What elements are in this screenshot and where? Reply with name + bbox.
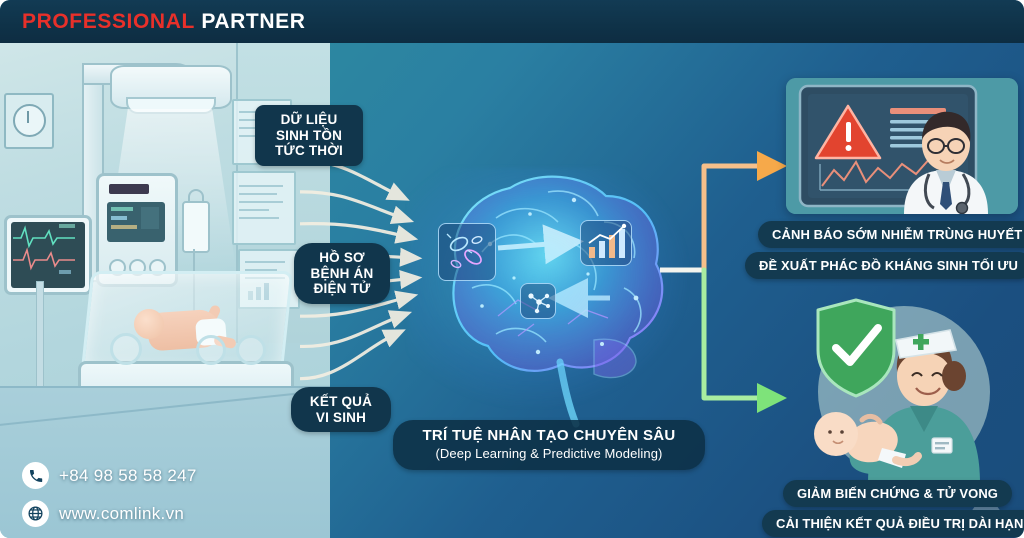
title-highlight: PROFESSIONAL (22, 10, 195, 33)
page-title: PROFESSIONAL PARTNER (22, 11, 305, 32)
ventilator-machine (96, 173, 178, 287)
molecule-icon-box (520, 283, 556, 319)
ventilator-screen (107, 202, 165, 242)
input-label-emr: HỒ SƠ BỆNH ÁN ĐIỆN TỬ (294, 243, 390, 304)
warmer-lamps (126, 97, 216, 114)
incubator-port-2 (196, 335, 226, 365)
ventilator-readout-icon (111, 207, 159, 229)
contact-website[interactable]: www.comlink.vn (22, 500, 184, 527)
brain-graphic (452, 175, 664, 428)
nurse-baby-scene (790, 292, 1018, 484)
ecg-waveform-icon (13, 224, 75, 274)
iv-hook (188, 189, 204, 205)
pill-line-3: ĐIỆN TỬ (313, 281, 371, 297)
pill-line-2: VI SINH (315, 409, 367, 425)
chart-icon (588, 223, 627, 258)
bacteria-icon (446, 233, 483, 269)
ventilator-display-strip (109, 184, 149, 194)
doctor-illustration (786, 78, 1018, 214)
wall-clock-icon (4, 93, 54, 149)
iv-bag (182, 201, 210, 253)
output-label-long-term-outcome: CẢI THIỆN KẾT QUẢ ĐIỀU TRỊ DÀI HẠN (762, 510, 1024, 538)
output-label-reduce-mortality: GIẢM BIẾN CHỨNG & TỬ VONG (783, 480, 1013, 508)
output-label-antibiotic-protocol: ĐỀ XUẤT PHÁC ĐỒ KHÁNG SINH TỐI ƯU (745, 252, 1024, 280)
bacteria-icon-box (438, 223, 496, 281)
monitor-pole (36, 281, 44, 395)
baby-head (134, 309, 164, 339)
ai-core-subtitle: (Deep Learning & Predictive Modeling) (435, 446, 663, 462)
title-rest: PARTNER (201, 10, 306, 33)
pill-line-2: SINH TỒN (275, 127, 343, 143)
ai-core-title: TRÍ TUỆ NHÂN TẠO CHUYÊN SÂU (422, 427, 676, 444)
contact-phone[interactable]: +84 98 58 58 247 (22, 462, 197, 489)
ai-core-label: TRÍ TUỆ NHÂN TẠO CHUYÊN SÂU (Deep Learni… (393, 420, 705, 471)
monitor-screen (11, 222, 85, 288)
pill-line-1: DỮ LIỆU (280, 112, 338, 127)
pill-line-2: BỆNH ÁN (310, 265, 374, 281)
chart-icon-box (580, 220, 632, 266)
output-branch-arrows (660, 151, 787, 413)
output-label-sepsis-alert: CẢNH BÁO SỚM NHIỄM TRÙNG HUYẾT (758, 221, 1024, 249)
floor (0, 386, 330, 538)
input-label-microbiology: KẾT QUẢ VI SINH (291, 387, 391, 433)
pill-line-1: HỒ SƠ (319, 250, 365, 265)
nurse-illustration (814, 298, 990, 484)
pill-line-1: KẾT QUẢ (309, 394, 373, 409)
doctor-alert-scene (786, 78, 1018, 214)
incubator-port-3 (236, 335, 266, 365)
incubator-port-1 (110, 333, 142, 365)
molecule-icon (528, 293, 550, 314)
globe-icon (22, 500, 49, 527)
header-bar: PROFESSIONAL PARTNER (0, 0, 1024, 43)
wall-document-2 (232, 171, 296, 245)
vital-signs-monitor (4, 215, 92, 295)
input-label-vitals: DỮ LIỆU SINH TỒN TỨC THỜI (255, 105, 363, 166)
phone-number: +84 98 58 58 247 (59, 465, 197, 485)
phone-icon (22, 462, 49, 489)
ai-brain-illustration (398, 148, 698, 438)
pill-line-3: TỨC THỜI (275, 143, 343, 159)
website-url: www.comlink.vn (59, 503, 185, 523)
